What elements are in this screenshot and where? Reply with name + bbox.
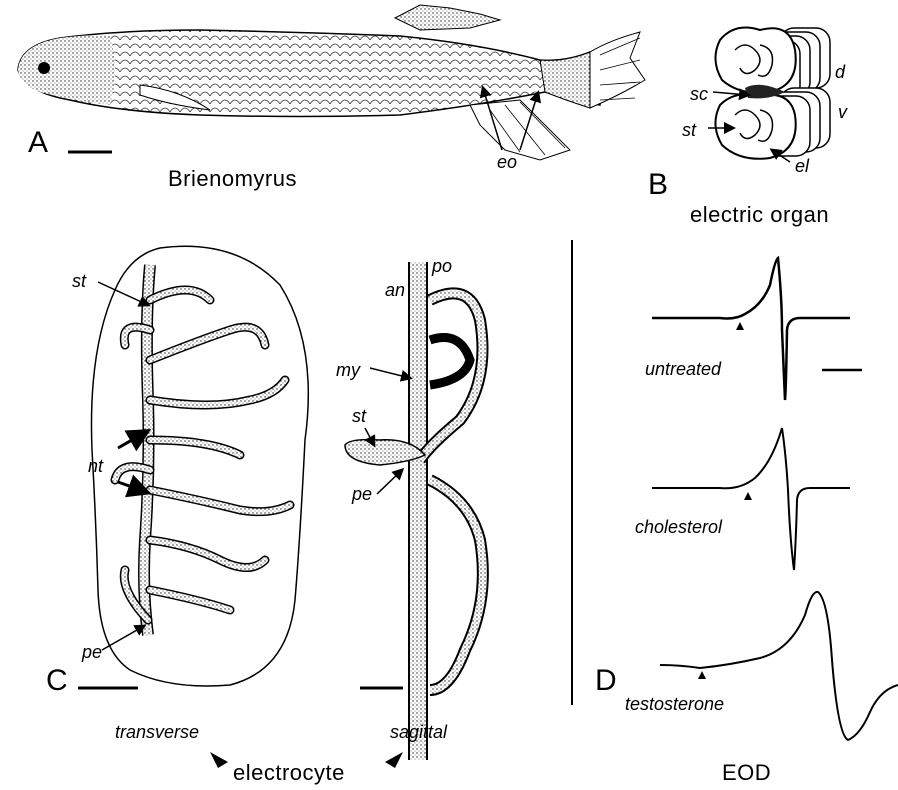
arrow-my (370, 368, 410, 378)
electrocyte-sagittal-drawing (345, 262, 483, 760)
label-my: my (336, 360, 361, 380)
label-nt: nt (88, 456, 104, 476)
trace-testosterone (660, 592, 898, 740)
label-st-b: st (682, 120, 697, 140)
label-v: v (838, 102, 848, 122)
label-an: an (385, 280, 405, 300)
label-el: el (795, 156, 810, 176)
label-cholesterol: cholesterol (635, 517, 723, 537)
pointer-right (385, 752, 403, 768)
label-st-sagittal: st (352, 406, 367, 426)
caption-electrocyte: electrocyte (233, 760, 345, 785)
panel-letter-c: C (46, 664, 68, 697)
electrocyte-transverse-drawing (91, 246, 308, 686)
label-sc: sc (690, 84, 708, 104)
panel-letter-a: A (28, 126, 48, 159)
panel-b: sc st d v el B electric organ (648, 28, 848, 227)
label-untreated: untreated (645, 359, 722, 379)
panel-letter-b: B (648, 168, 668, 201)
label-po: po (431, 256, 452, 276)
pointer-left (210, 752, 228, 768)
panel-letter-d: D (595, 664, 617, 697)
marker-untreated (736, 322, 744, 330)
label-sagittal: sagittal (390, 722, 448, 742)
label-st-transverse: st (72, 271, 87, 291)
label-pe-sagittal: pe (351, 484, 372, 504)
caption-eod: EOD (722, 760, 771, 785)
marker-cholesterol (744, 492, 752, 500)
panel-d: untreated cholesterol testosterone D EOD (595, 258, 898, 785)
panel-a: A Brienomyrus eo (18, 5, 645, 191)
label-eo: eo (497, 152, 517, 172)
label-transverse: transverse (115, 722, 199, 742)
marker-testosterone (698, 671, 706, 679)
label-testosterone: testosterone (625, 694, 724, 714)
label-d: d (835, 62, 846, 82)
caption-brienomyrus: Brienomyrus (168, 166, 297, 191)
arrow-pe-c2 (377, 470, 402, 494)
caption-electric-organ: electric organ (690, 202, 829, 227)
fish-drawing (18, 5, 645, 160)
label-pe-transverse: pe (81, 642, 102, 662)
panel-c: st nt pe C an po my st pe transverse sag… (46, 246, 483, 785)
